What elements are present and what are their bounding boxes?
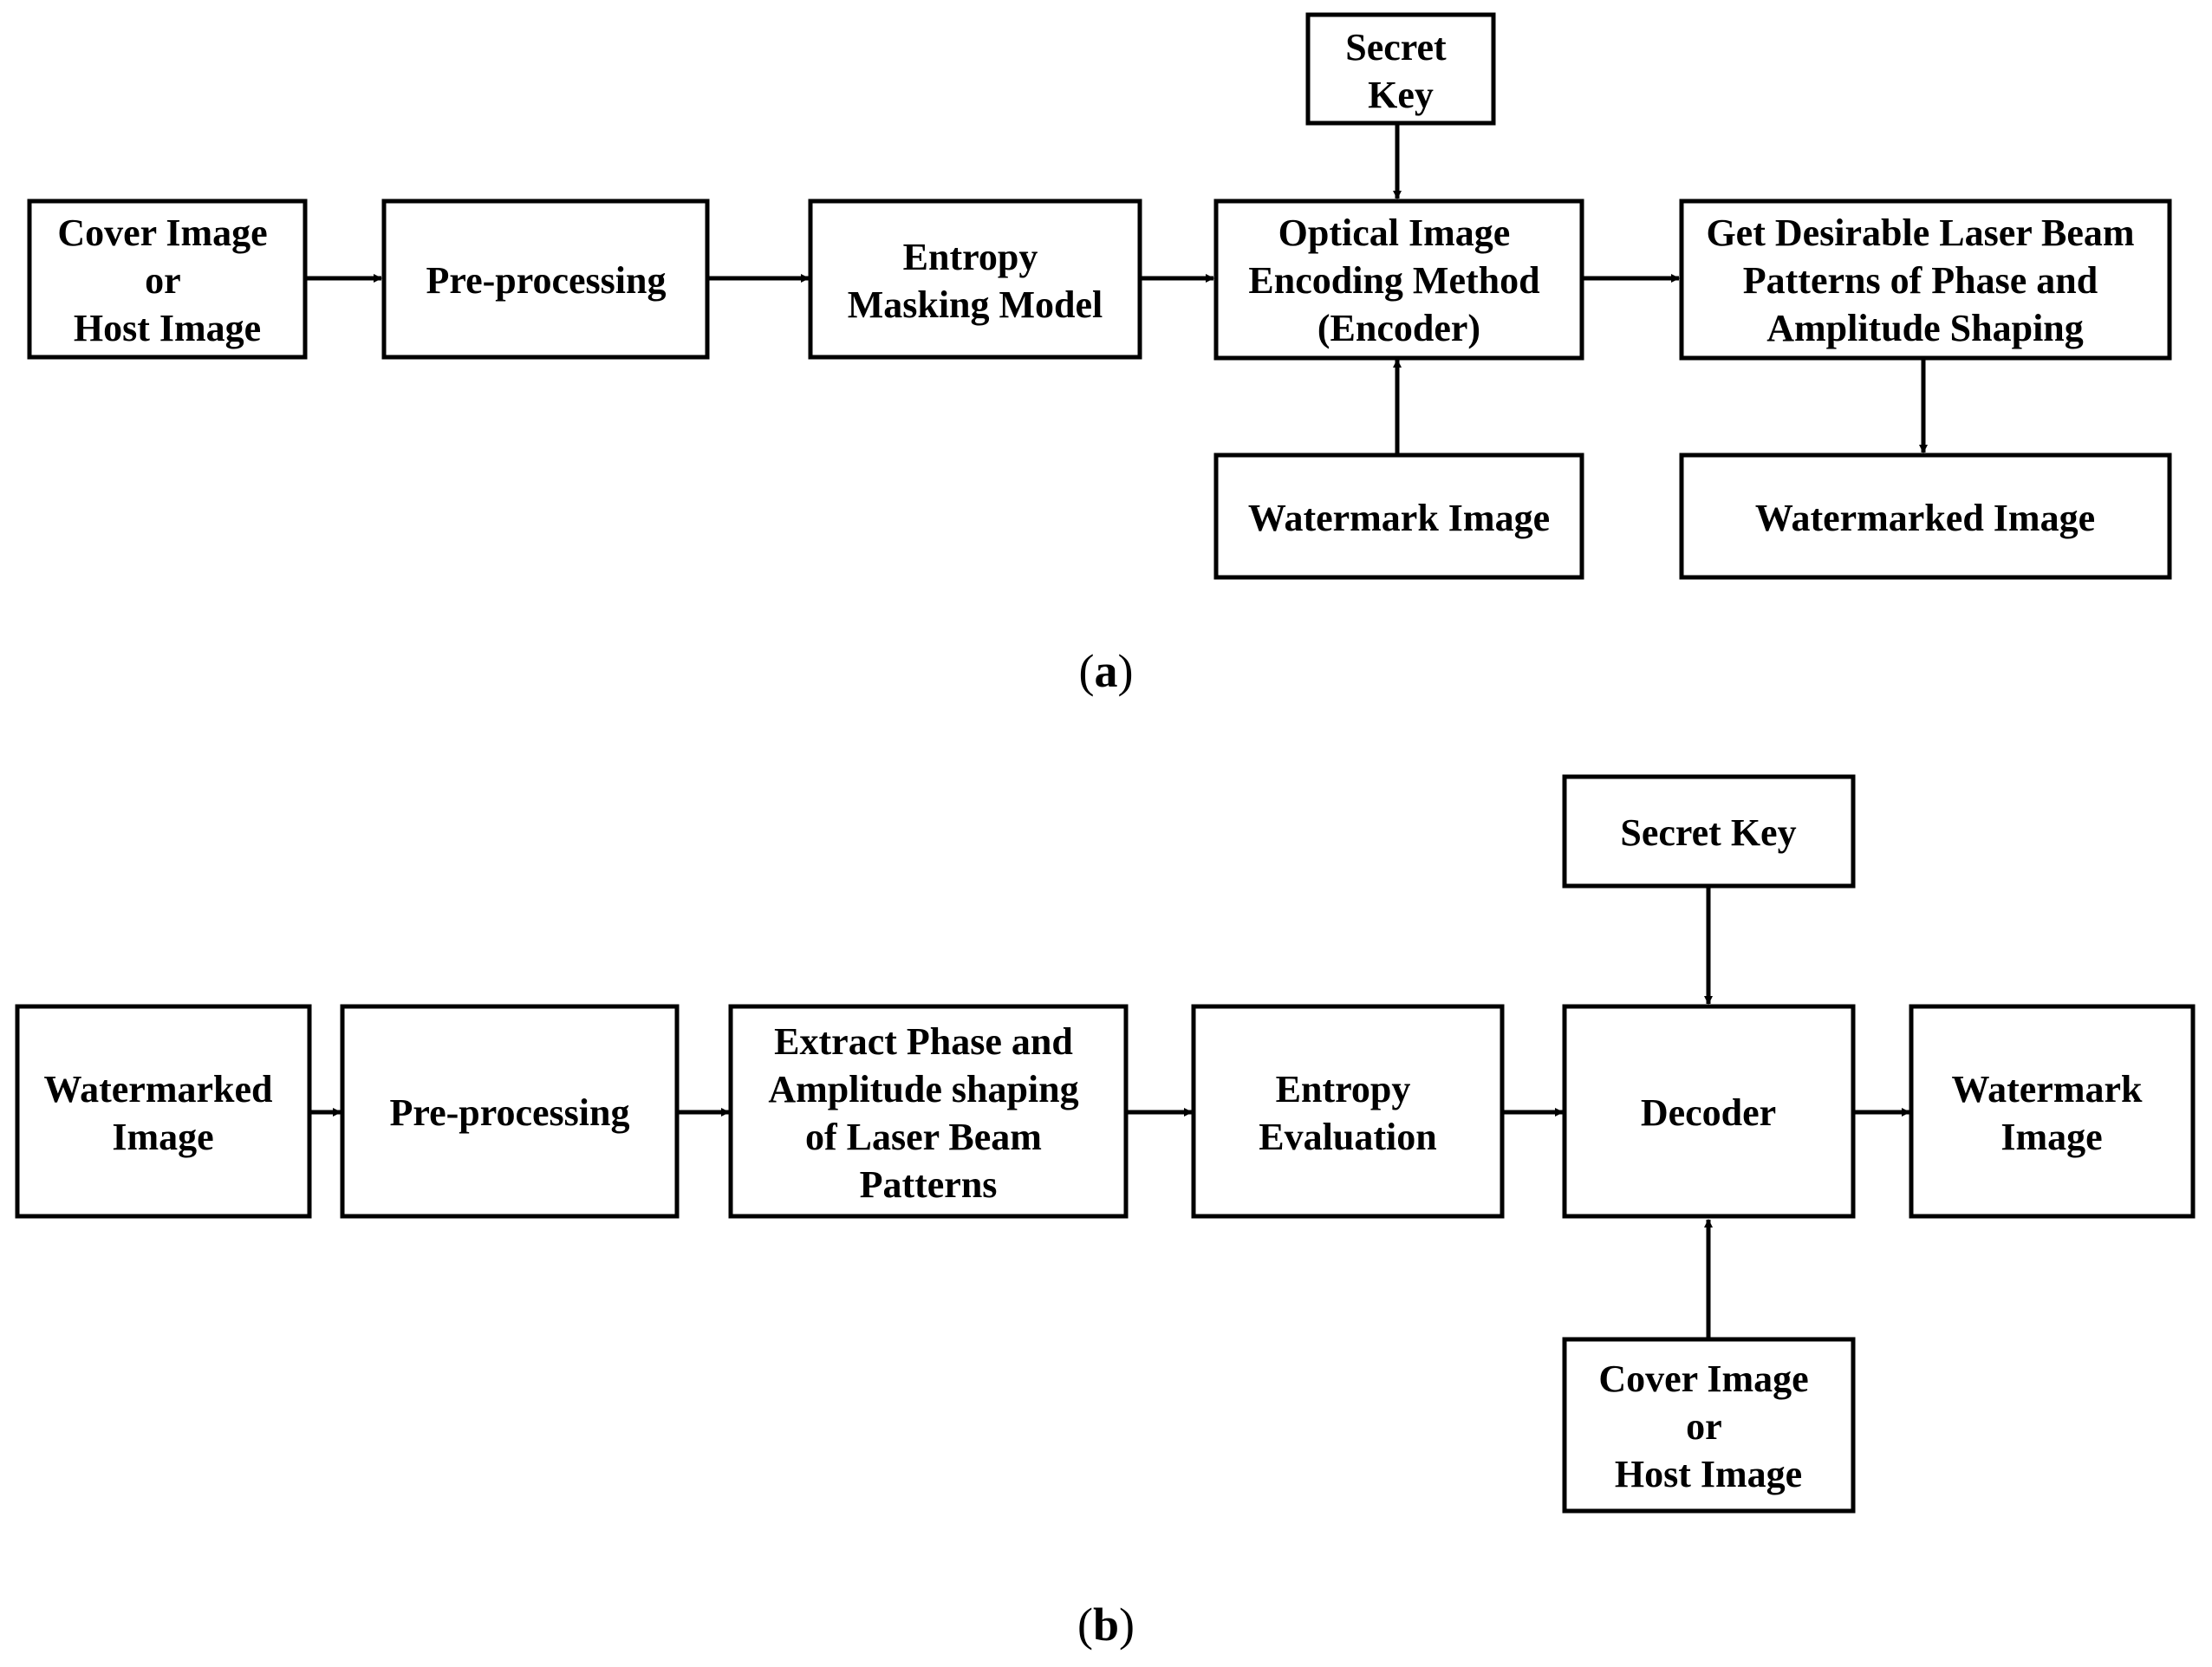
panel-a: Cover Image or Host Image Pre-processing… <box>27 12 2172 697</box>
svg-text:Get Desirable Laser Beam: Get Desirable Laser Beam Patterns of Pha… <box>1706 212 2144 349</box>
svg-text:Watermarked Image: Watermarked Image <box>44 1068 283 1158</box>
svg-text:Extract Phase and Ampl: Extract Phase and Amplitude shaping of L… <box>768 1020 1088 1206</box>
decoder-box: Decoder <box>1562 1004 1856 1219</box>
svg-text:Cover Image or: Cover Image or Host Image <box>57 212 276 349</box>
svg-text:Optical Image Encoding: Optical Image Encoding Method (Encoder) <box>1248 212 1549 349</box>
svg-text:Entropy Masking Model: Entropy Masking Model <box>848 236 1103 326</box>
watermarked-image-box-b: Watermarked Image <box>15 1004 312 1219</box>
svg-text:Pre-processing: Pre-processing <box>390 1091 630 1134</box>
optical-image-encoder-box: Optical Image Encoding Method (Encoder) <box>1213 199 1584 361</box>
secret-key-box-b: Secret Key <box>1562 774 1856 889</box>
panel-b: Watermarked Image Pre-processing Extract… <box>15 774 2196 1651</box>
svg-text:Entropy Evaluation: Entropy Evaluation <box>1259 1068 1436 1158</box>
svg-text:Watermark Image: Watermark Image <box>1952 1068 2152 1158</box>
pre-processing-box-b: Pre-processing <box>340 1004 680 1219</box>
panel-a-caption: (a) <box>1079 645 1134 697</box>
cover-image-box: Cover Image or Host Image <box>27 199 308 360</box>
watermark-image-box-b: Watermark Image <box>1909 1004 2196 1219</box>
watermark-image-box: Watermark Image <box>1213 453 1584 580</box>
svg-text:Secret Key: Secret Key <box>1345 26 1455 116</box>
extract-phase-amplitude-box: Extract Phase and Amplitude shaping of L… <box>728 1004 1129 1219</box>
watermarked-image-box: Watermarked Image <box>1679 453 2172 580</box>
entropy-evaluation-box: Entropy Evaluation <box>1191 1004 1505 1219</box>
secret-key-box: Secret Key <box>1305 12 1496 126</box>
pre-processing-box: Pre-processing <box>381 199 710 360</box>
cover-image-box-b: Cover Image or Host Image <box>1562 1337 1856 1514</box>
svg-text:Watermarked Image: Watermarked Image <box>1755 497 2095 539</box>
svg-text:Decoder: Decoder <box>1641 1091 1776 1134</box>
svg-text:Pre-processing: Pre-processing <box>426 259 667 302</box>
svg-text:Secret Key: Secret Key <box>1620 811 1796 854</box>
svg-text:Cover Image or: Cover Image or Host Image <box>1598 1358 1818 1495</box>
entropy-masking-model-box: Entropy Masking Model <box>808 199 1142 360</box>
svg-text:Watermark Image: Watermark Image <box>1248 497 1550 539</box>
panel-b-caption: (b) <box>1077 1599 1135 1651</box>
laser-beam-patterns-box: Get Desirable Laser Beam Patterns of Pha… <box>1679 199 2172 361</box>
